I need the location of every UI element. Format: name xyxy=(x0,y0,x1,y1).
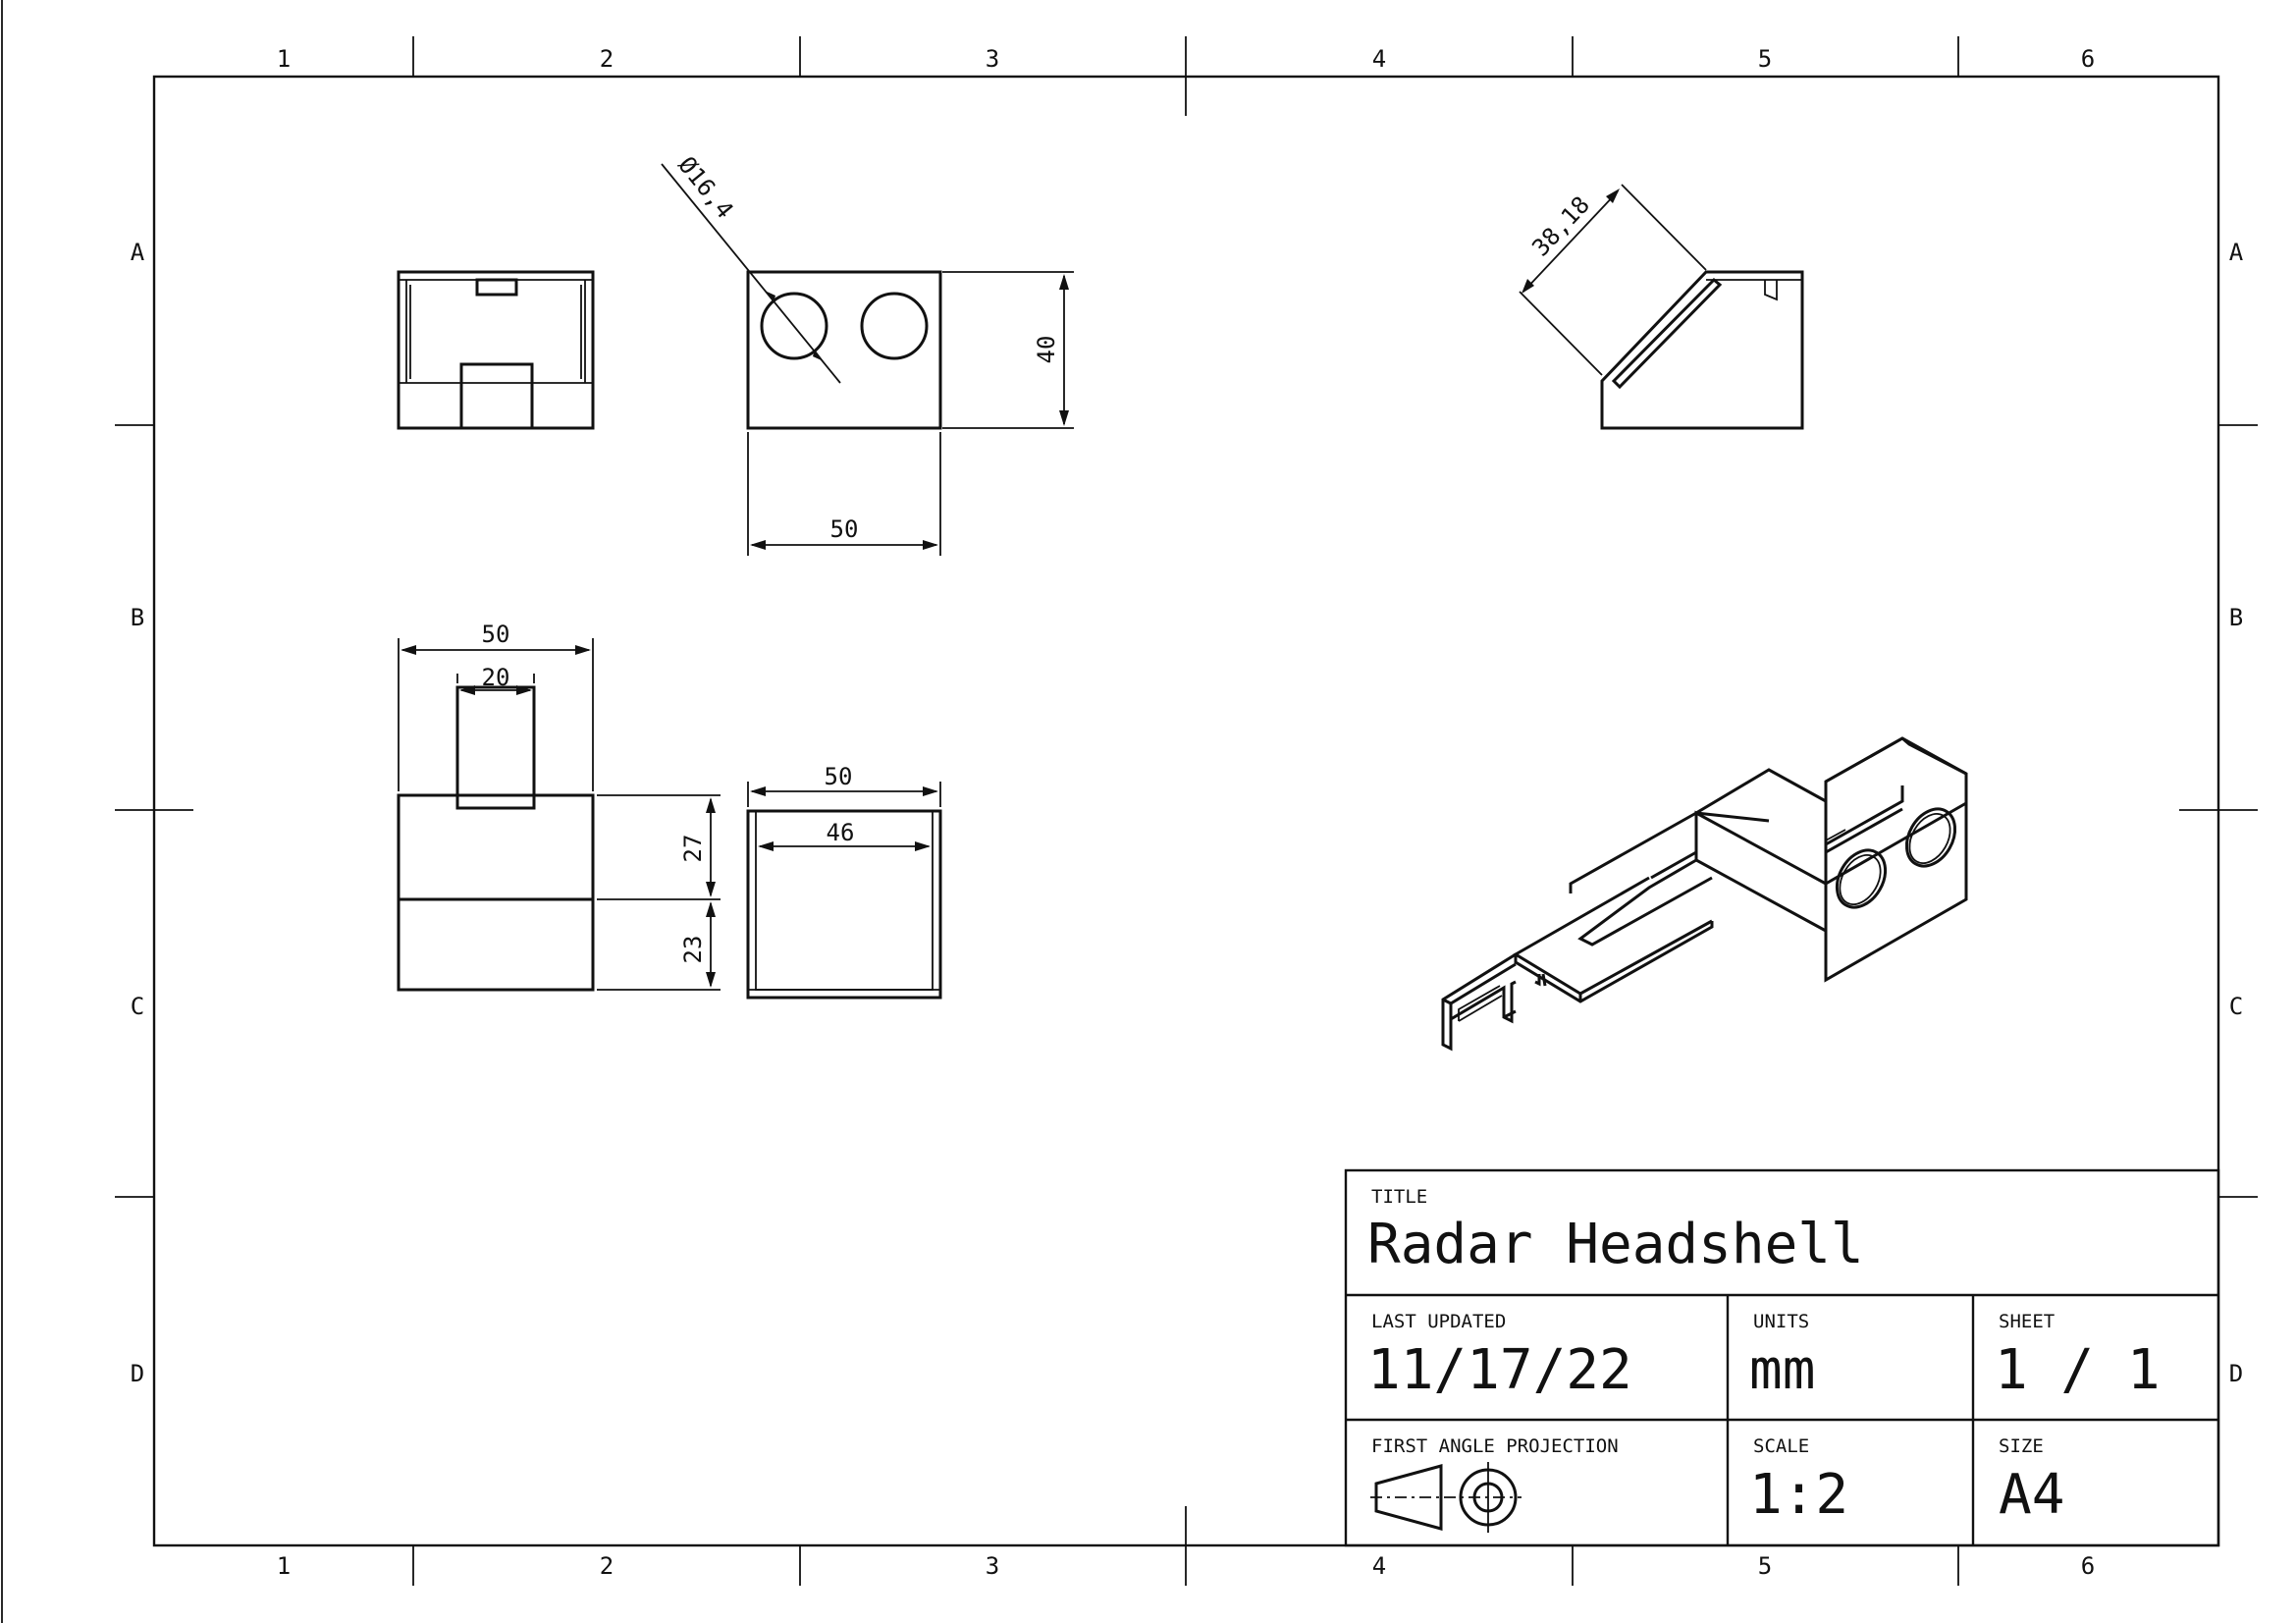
zone-row-label-right: B xyxy=(2229,604,2243,631)
zone-row-label-left: D xyxy=(131,1360,144,1387)
title-block: TITLE Radar Headshell LAST UPDATED 11/17… xyxy=(1344,1168,2220,1547)
hole-diameter-dimension: Ø16,4 xyxy=(672,151,738,224)
zone-row-label-right: A xyxy=(2229,239,2244,266)
zone-row-label-left: B xyxy=(131,604,144,631)
zone-col-label-top: 2 xyxy=(600,45,614,73)
zone-col-label-bottom: 5 xyxy=(1758,1552,1772,1580)
units-value: mm xyxy=(1749,1338,1815,1402)
front-height-dimension: 40 xyxy=(1033,336,1060,364)
zone-dividers xyxy=(115,36,2258,1586)
last-updated-label: LAST UPDATED xyxy=(1371,1311,1506,1332)
top-upper-depth-dimension: 27 xyxy=(679,835,707,863)
front-view: Ø16,4 40 50 xyxy=(661,151,1074,556)
size-label: SIZE xyxy=(1999,1435,2044,1457)
drawing-title: Radar Headshell xyxy=(1367,1213,1864,1276)
front-width-dimension: 50 xyxy=(830,515,859,543)
zone-row-label-left: A xyxy=(131,239,145,266)
zone-col-label-bottom: 6 xyxy=(2081,1552,2095,1580)
drawing-border xyxy=(152,75,2220,1547)
top-view: 50 20 27 23 xyxy=(397,621,721,992)
units-label: UNITS xyxy=(1753,1311,1809,1332)
end-inner-width-dimension: 46 xyxy=(827,819,855,846)
zone-col-label-bottom: 4 xyxy=(1372,1552,1386,1580)
top-tab-width-dimension: 20 xyxy=(482,664,510,691)
zone-col-label-top: 1 xyxy=(277,45,291,73)
side-view xyxy=(397,270,595,430)
size-value: A4 xyxy=(1999,1463,2064,1527)
zone-col-label-top: 6 xyxy=(2081,45,2095,73)
zone-col-label-bottom: 1 xyxy=(277,1552,291,1580)
end-view: 50 46 xyxy=(746,763,942,1000)
zone-col-label-bottom: 3 xyxy=(986,1552,999,1580)
scale-label: SCALE xyxy=(1753,1435,1809,1457)
zone-col-label-top: 4 xyxy=(1372,45,1386,73)
projection-label: FIRST ANGLE PROJECTION xyxy=(1371,1435,1619,1457)
zone-row-label-left: C xyxy=(131,993,144,1020)
isometric-view xyxy=(1441,736,1968,1052)
sheet-label: SHEET xyxy=(1999,1311,2055,1332)
zone-row-label-right: D xyxy=(2229,1360,2243,1387)
zone-col-label-top: 3 xyxy=(986,45,999,73)
top-lower-depth-dimension: 23 xyxy=(679,936,707,964)
title-label: TITLE xyxy=(1371,1186,1427,1208)
zone-col-label-top: 5 xyxy=(1758,45,1772,73)
zone-labels: 1 2 3 4 5 6 1 2 3 4 5 6 A B C D A B C D xyxy=(131,45,2244,1580)
sheet-value: 1 / 1 xyxy=(1995,1338,2161,1402)
last-updated-value: 11/17/22 xyxy=(1367,1338,1632,1402)
zone-row-label-right: C xyxy=(2229,993,2243,1020)
end-outer-width-dimension: 50 xyxy=(825,763,853,790)
zone-col-label-bottom: 2 xyxy=(600,1552,614,1580)
scale-value: 1:2 xyxy=(1749,1463,1848,1527)
top-width-dimension: 50 xyxy=(482,621,510,648)
angled-view: 38,18 xyxy=(1519,184,1804,430)
first-angle-projection-icon xyxy=(1370,1462,1522,1533)
